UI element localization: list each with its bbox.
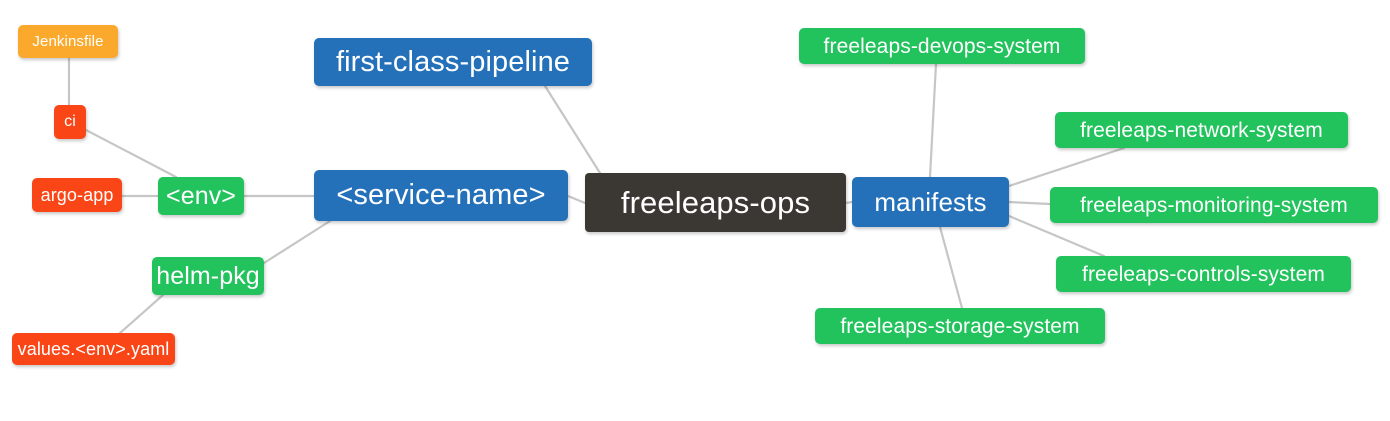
node-freeleaps-ops-root[interactable]: freeleaps-ops (585, 173, 846, 232)
node-first-class-pipeline[interactable]: first-class-pipeline (314, 38, 592, 86)
node-label: Jenkinsfile (32, 33, 104, 50)
edge-root-to-first_class_pipeline (543, 84, 602, 175)
node-argo-app[interactable]: argo-app (32, 178, 122, 212)
node-jenkinsfile[interactable]: Jenkinsfile (18, 25, 118, 58)
node-label: helm-pkg (156, 261, 260, 290)
edge-manifests-to-devops_system (928, 62, 938, 179)
node-label: argo-app (40, 185, 114, 205)
node-env[interactable]: <env> (158, 177, 244, 215)
node-freeleaps-controls-system[interactable]: freeleaps-controls-system (1056, 256, 1351, 292)
node-label: values.<env>.yaml (17, 339, 170, 359)
node-label: <service-name> (336, 179, 546, 211)
node-label: freeleaps-network-system (1080, 118, 1323, 142)
edge-env-to-ci (84, 128, 178, 179)
node-label: manifests (874, 187, 987, 217)
node-freeleaps-network-system[interactable]: freeleaps-network-system (1055, 112, 1348, 148)
node-label: freeleaps-devops-system (823, 34, 1061, 58)
node-helm-pkg[interactable]: helm-pkg (152, 257, 264, 295)
edge-service_name-to-helm_pkg (262, 219, 332, 265)
node-label: <env> (166, 181, 237, 210)
edge-manifests-to-monitoring_system (1007, 200, 1052, 206)
node-label: freeleaps-ops (620, 185, 811, 220)
edge-helm_pkg-to-values_yaml (118, 293, 165, 335)
edge-manifests-to-network_system (1007, 146, 1126, 188)
node-manifests[interactable]: manifests (852, 177, 1009, 227)
node-label: freeleaps-storage-system (840, 314, 1080, 338)
node-label: freeleaps-monitoring-system (1080, 193, 1348, 217)
node-service-name[interactable]: <service-name> (314, 170, 568, 221)
node-label: first-class-pipeline (335, 45, 571, 78)
node-label: ci (64, 113, 76, 130)
node-freeleaps-devops-system[interactable]: freeleaps-devops-system (799, 28, 1085, 64)
node-freeleaps-monitoring-system[interactable]: freeleaps-monitoring-system (1050, 187, 1378, 223)
node-freeleaps-storage-system[interactable]: freeleaps-storage-system (815, 308, 1105, 344)
node-values-yaml[interactable]: values.<env>.yaml (12, 333, 175, 365)
edge-manifests-to-storage_system (938, 225, 964, 310)
edge-root-to-service_name (566, 194, 587, 205)
node-ci[interactable]: ci (54, 105, 86, 139)
node-label: freeleaps-controls-system (1082, 262, 1325, 286)
